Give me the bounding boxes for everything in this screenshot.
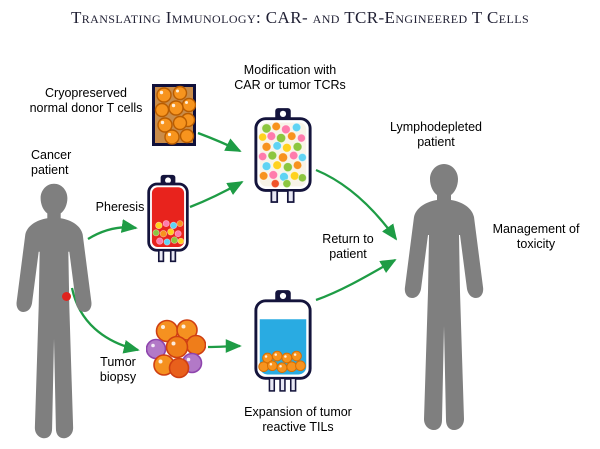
label-cryopreserved-cells: Cryopreserved normal donor T cells bbox=[29, 86, 143, 115]
label-lymphodepleted-patient: Lymphodepleted patient bbox=[390, 120, 482, 149]
tumor-biopsy-cells-icon bbox=[146, 319, 206, 379]
label-return-to-patient: Return to patient bbox=[322, 232, 374, 261]
diagram-title: Translating Immunology: CAR- and TCR-Eng… bbox=[70, 8, 530, 27]
label-pheresis: Pheresis bbox=[95, 200, 145, 214]
modified-tcell-bag-icon bbox=[254, 108, 312, 203]
cryopreserved-cells-image bbox=[152, 84, 196, 146]
arrow-biopsy-to-til bbox=[207, 339, 242, 353]
arrow-modification-to-patient bbox=[315, 168, 398, 241]
label-expansion-tils: Expansion of tumor reactive TILs bbox=[244, 405, 352, 434]
arrow-cryo-to-modification bbox=[197, 131, 242, 153]
label-cancer-patient: Cancer patient bbox=[31, 148, 72, 177]
tumor-marker-dot bbox=[62, 292, 71, 301]
label-modification: Modification with CAR or tumor TCRs bbox=[234, 63, 346, 92]
til-expansion-bag-icon bbox=[254, 290, 312, 392]
label-tumor-biopsy: Tumor biopsy bbox=[99, 355, 137, 384]
arrow-til-to-patient bbox=[315, 258, 397, 302]
label-management-of-toxicity: Management of toxicity bbox=[492, 222, 580, 251]
arrow-pheresis-to-modification bbox=[189, 180, 244, 209]
lymphodepleted-patient-silhouette bbox=[404, 164, 484, 430]
cancer-patient-silhouette bbox=[16, 183, 92, 439]
pheresis-bag-icon bbox=[147, 174, 189, 263]
